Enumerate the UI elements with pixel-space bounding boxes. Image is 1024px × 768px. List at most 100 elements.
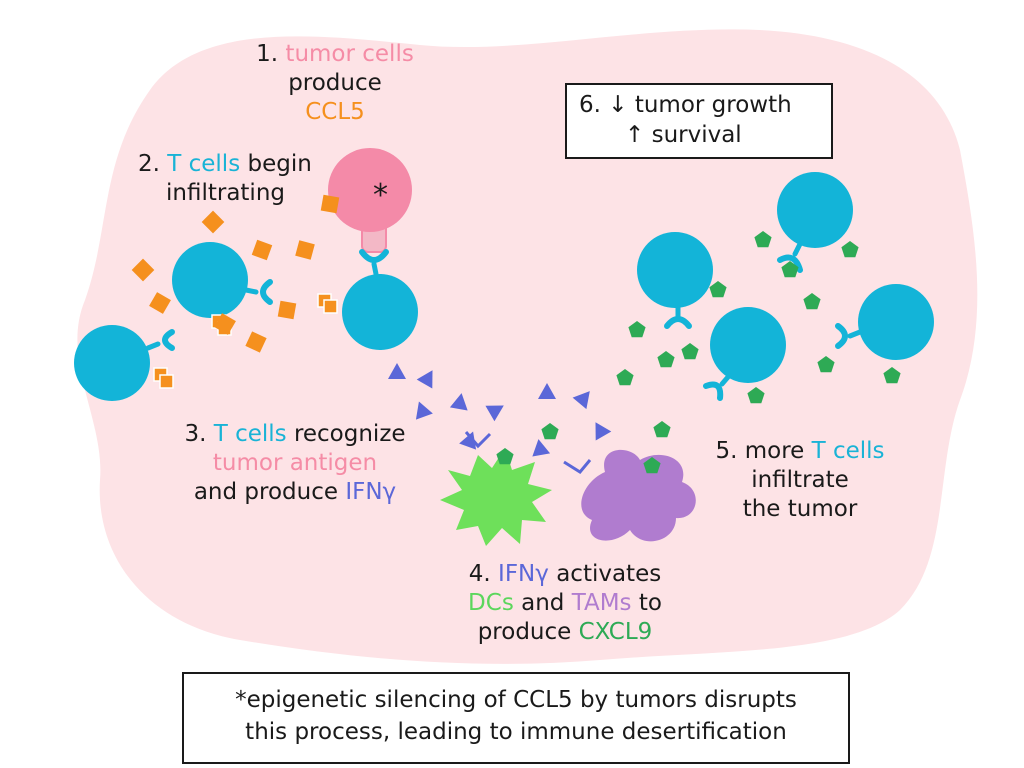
ifng-triangle-icon	[485, 405, 504, 422]
ifng-triangle-icon	[449, 393, 468, 411]
dendritic-cell-icon	[440, 448, 552, 546]
cxcl9-pentagon-icon	[841, 241, 859, 258]
cxcl9-pentagon-icon	[653, 421, 671, 438]
ccl5-square-icon	[320, 194, 340, 214]
cxcl9-pentagon-icon	[616, 369, 634, 386]
step3-ifng: IFNγ	[345, 479, 397, 505]
cxcl9-pentagon-icon	[681, 343, 699, 360]
cxcl9-pentagon-icon	[709, 281, 727, 298]
t-cell-icon	[74, 325, 175, 401]
t-cell-receptor-stalk	[145, 341, 161, 351]
cxcl9-pentagon-icon	[496, 448, 514, 465]
t-cell-icon	[703, 307, 786, 401]
t-cell-body	[777, 172, 853, 248]
step3-recognize: recognize	[293, 421, 406, 447]
step4-activates: activates	[556, 561, 662, 587]
outcome-line2: ↑ survival	[625, 122, 742, 148]
ccl5-square-icon	[295, 240, 315, 260]
ccl5-square-icon	[251, 239, 273, 261]
t-cell-body	[172, 242, 248, 318]
t-cell-receptor	[703, 381, 724, 401]
step4-label: 4. IFNγ activates DCs and TAMs to produc…	[420, 560, 710, 647]
ifng-triangle-icon	[572, 391, 590, 410]
t-cell-receptor-stalk	[792, 241, 803, 257]
t-cell-icon	[835, 284, 934, 360]
step4-dcs: DCs	[468, 590, 514, 616]
tumor-cell-body	[328, 148, 412, 232]
step2-label: 2. T cells begin infiltrating	[138, 150, 312, 208]
tam-receptor	[563, 459, 592, 474]
step1-ccl5: CCL5	[305, 99, 365, 125]
cxcl9-pentagon-icon	[803, 293, 821, 310]
cxcl9-pentagon-icon	[541, 423, 559, 440]
t-cell-icon	[637, 232, 713, 329]
step5-num: 5.	[715, 438, 738, 464]
step5-label: 5. more T cells infiltrate the tumor	[700, 437, 900, 524]
t-cell-receptor	[260, 279, 273, 305]
cxcl9-layer	[496, 231, 901, 474]
step3-and-produce: and produce	[193, 479, 339, 505]
cxcl9-pentagon-icon	[754, 231, 772, 248]
step4-produce: produce	[477, 619, 572, 645]
step5-infiltrate: infiltrate	[751, 467, 849, 493]
t-cell-receptor-stalk	[847, 329, 863, 339]
t-cell-icon	[777, 172, 853, 273]
step2-infiltrating: infiltrating	[166, 180, 285, 206]
footnote-box: *epigenetic silencing of CCL5 by tumors …	[182, 672, 850, 764]
t-cell-receptor	[835, 323, 848, 349]
macrophage-icon	[581, 449, 696, 542]
step1-num: 1.	[256, 41, 279, 67]
t-cell-receptor-stalk	[719, 374, 731, 387]
tumor-microenvironment-blob	[77, 29, 978, 664]
step1-tumor-cells: tumor cells	[285, 41, 414, 67]
ccl5-layer	[131, 194, 340, 353]
step4-num: 4.	[468, 561, 491, 587]
ifng-triangle-icon	[459, 431, 477, 450]
t-cell-body	[710, 307, 786, 383]
ifng-triangle-icon	[388, 363, 406, 379]
cxcl9-pentagon-icon	[657, 351, 675, 368]
step4-ifng: IFNγ	[498, 561, 549, 587]
t-cell-receptor-stalk	[243, 287, 259, 295]
outcome-box: 6. ↓ tumor growth ↑ survival	[565, 83, 833, 159]
step1-label: 1. tumor cells produce CCL5	[250, 40, 420, 127]
t-cell-receptor	[664, 316, 692, 329]
t-cell-receptor-stalk	[371, 261, 379, 277]
step3-t-cells: T cells	[213, 421, 287, 447]
ifng-triangle-icon	[538, 383, 556, 399]
ccl5-square-icon	[245, 331, 267, 353]
step2-t-cells: T cells	[167, 151, 241, 177]
ifng-layer	[388, 363, 612, 457]
step3-tumor-antigen: tumor antigen	[212, 450, 378, 476]
cxcl9-pentagon-icon	[643, 457, 661, 474]
step5-the-tumor: the tumor	[742, 496, 858, 522]
step1-produce: produce	[288, 70, 382, 96]
ifng-triangle-icon	[415, 401, 433, 420]
t-cell-body	[342, 274, 418, 350]
step3-label: 3. T cells recognize tumor antigen and p…	[165, 420, 425, 507]
cxcl9-pentagon-icon	[817, 356, 835, 373]
ccl5-square-icon	[277, 300, 297, 320]
ifng-triangle-icon	[416, 370, 433, 389]
step2-num: 2.	[138, 151, 160, 177]
cxcl9-pentagon-icon	[781, 261, 799, 278]
t-cell-receptor	[359, 249, 389, 263]
t-cell-receptor	[162, 329, 175, 351]
step3-num: 3.	[184, 421, 207, 447]
step5-t-cells: T cells	[811, 438, 885, 464]
ifng-triangle-icon	[595, 422, 612, 441]
step5-more: more	[744, 438, 805, 464]
tumor-marker: *	[373, 178, 388, 213]
tumor-cell-icon: *	[328, 148, 412, 253]
footnote-line1: *epigenetic silencing of CCL5 by tumors …	[235, 687, 797, 713]
t-cell-body	[637, 232, 713, 308]
step4-to: to	[638, 590, 662, 616]
step4-and: and	[521, 590, 565, 616]
step2-begin: begin	[247, 151, 312, 177]
step4-tams: TAMs	[571, 590, 632, 616]
t-cell-receptor	[777, 254, 803, 273]
t-cell-icon	[342, 249, 418, 350]
step4-cxcl9: CXCL9	[578, 619, 653, 645]
t-cell-icon	[172, 242, 273, 318]
